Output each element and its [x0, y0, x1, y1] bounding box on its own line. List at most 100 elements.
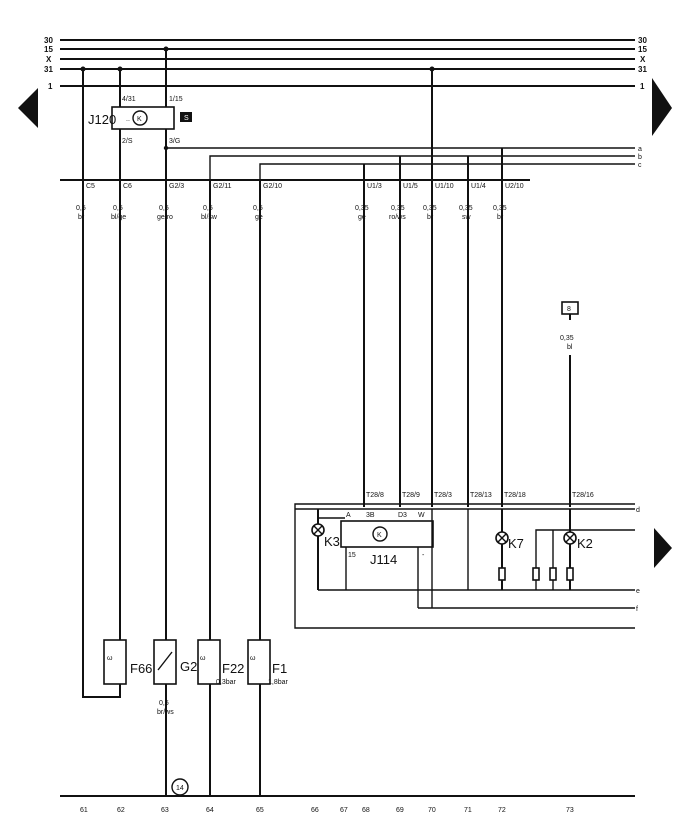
connector-label: G2/3 [169, 183, 184, 190]
pin-label: W [418, 512, 425, 519]
wire-colors: br bl/ge ge/ro bl/sw ge ge ro/ws br sw b… [78, 214, 504, 221]
bus-label-15: 15 [44, 45, 53, 54]
track-number: 63 [161, 807, 169, 814]
wire-size: 0,5 [76, 205, 86, 212]
relay-pin-top-left: 4/31 [122, 96, 136, 103]
wire-color: bl/sw [201, 214, 218, 221]
sensor-f22: ω F22 0,3bar [197, 639, 244, 796]
svg-text:K: K [137, 116, 142, 123]
bus-label-30-right: 30 [638, 36, 647, 45]
ground-wire-size: 0,5 [159, 700, 169, 707]
pin-label: A [346, 512, 351, 519]
ref-d: d [636, 507, 640, 514]
ref-c: c [638, 162, 642, 169]
connector-label: C5 [86, 183, 95, 190]
ground-wire-color: br/ws [157, 709, 174, 716]
relay-pin-bottom-right: 3/G [169, 138, 180, 145]
sensor-label: F66 [130, 661, 152, 676]
wire-size: 0,35 [493, 205, 507, 212]
instrument-label: J114 [370, 552, 397, 567]
sensor-label: F22 [222, 661, 244, 676]
bus-label-31: 31 [44, 65, 53, 74]
wire-sizes: 0,5 0,5 0,5 0,5 0,5 0,35 0,35 0,35 0,35 … [76, 205, 507, 212]
bus-lines [60, 39, 635, 87]
plug-label: T28/3 [434, 492, 452, 499]
ref-e: e [636, 588, 640, 595]
wire-color: bl/ge [111, 214, 126, 221]
wire-size: 0,35 [391, 205, 405, 212]
lamp-k2-label: K2 [577, 536, 593, 551]
vertical-wires [82, 69, 503, 690]
track-number: 66 [311, 807, 319, 814]
connector-label: U1/5 [403, 183, 418, 190]
ref-b: b [638, 154, 642, 161]
plug-label: T28/13 [470, 492, 492, 499]
wire-size: 0,35 [423, 205, 437, 212]
aux-wire-size: 0,35 [560, 335, 574, 342]
plug-label: T28/8 [366, 492, 384, 499]
sensor-f66: ω F66 [82, 639, 152, 698]
wire-color: ro/ws [389, 214, 406, 221]
plug-label: T28/9 [402, 492, 420, 499]
relay-j120: K .. S J120 4/31 1/15 2/S 3/G [88, 49, 192, 180]
cross-page-lines: a b c [166, 146, 642, 180]
sensor-label: G2 [180, 659, 197, 674]
pin-label: - [422, 552, 425, 559]
track-number: 62 [117, 807, 125, 814]
connector-label: U1/10 [435, 183, 454, 190]
wire-color: br [497, 214, 504, 221]
wire-size: 0,35 [355, 205, 369, 212]
ground-point: 14 [171, 778, 189, 796]
relay-pin-top-right: 1/15 [169, 96, 183, 103]
bus-label-1-right: 1 [640, 82, 645, 91]
wire-color: sw [462, 214, 472, 221]
wire-color: ge [255, 214, 263, 221]
bus-label-x-right: X [640, 55, 646, 64]
track-number: 67 [340, 807, 348, 814]
aux-wire-color: bl [567, 344, 573, 351]
track-number: 73 [566, 807, 574, 814]
track-number: 72 [498, 807, 506, 814]
track-numbers: 61 62 63 64 65 66 67 68 69 70 71 72 73 [80, 807, 574, 814]
plug-label: T28/16 [572, 492, 594, 499]
svg-text:K: K [377, 532, 382, 539]
sensor-g2: G2 0,5 br/ws [153, 639, 197, 796]
bus-label-15-right: 15 [638, 45, 647, 54]
plug-label: T28/18 [504, 492, 526, 499]
pin-label: D3 [398, 512, 407, 519]
page-back-arrow[interactable] [18, 88, 38, 128]
svg-text:ω: ω [107, 655, 113, 662]
wire-size: 0,5 [253, 205, 263, 212]
sensor-note: 1,8bar [268, 679, 289, 686]
wire-color: ge/ro [157, 214, 173, 221]
aux-wire-ref: 8 [567, 306, 571, 313]
ref-f: f [636, 606, 638, 613]
wire-size: 0,35 [459, 205, 473, 212]
connector-label: G2/11 [213, 183, 232, 190]
wire-size: 0,5 [159, 205, 169, 212]
sensor-note: 0,3bar [216, 679, 237, 686]
bus-label-1: 1 [48, 82, 53, 91]
track-number: 68 [362, 807, 370, 814]
page-forward-arrow[interactable] [652, 78, 672, 136]
track-number: 69 [396, 807, 404, 814]
track-number: 70 [428, 807, 436, 814]
ref-a: a [638, 146, 642, 153]
pin-label: 3B [366, 512, 375, 519]
track-number: 61 [80, 807, 88, 814]
lamp-k3-label: K3 [324, 534, 340, 549]
lamp-k7-label: K7 [508, 536, 524, 551]
track-number: 65 [256, 807, 264, 814]
sensor-f1: ω F1 1,8bar [247, 639, 289, 796]
page-forward-arrow-lower[interactable] [654, 528, 672, 568]
pin-label: 15 [348, 552, 356, 559]
track-number: 71 [464, 807, 472, 814]
connector-label: U2/10 [505, 183, 524, 190]
bus-label-30: 30 [44, 36, 53, 45]
track-number: 64 [206, 807, 214, 814]
wire-color: ge [358, 214, 366, 221]
aux-wire: 8 0,35 bl [560, 301, 579, 507]
relay-pin-bottom-left: 2/S [122, 138, 133, 145]
sensor-label: F1 [272, 661, 287, 676]
